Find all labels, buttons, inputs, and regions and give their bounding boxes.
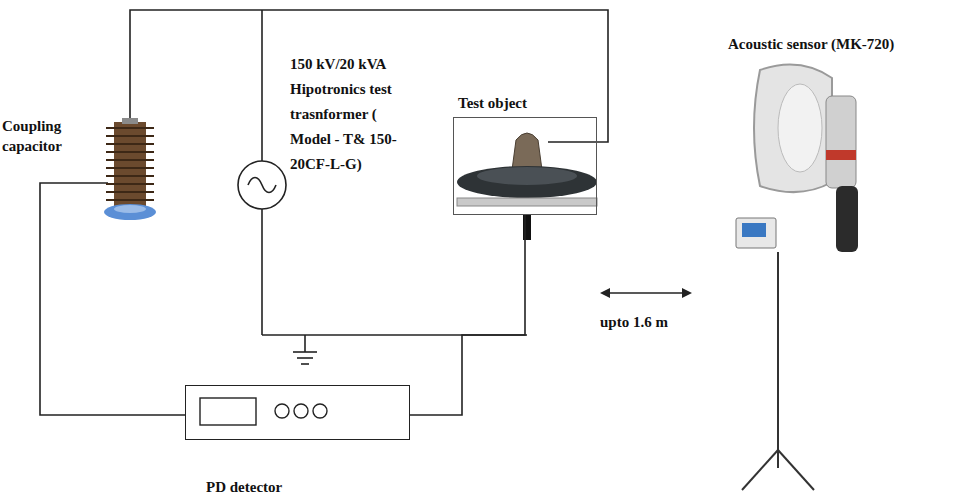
component-label: Coupling capacitor bbox=[2, 116, 84, 156]
test-object-box: Test object bbox=[453, 117, 597, 215]
pd-detector-panel bbox=[200, 398, 327, 425]
transformer-label: 150 kV/20 kVA Hipotronics test trasnform… bbox=[290, 52, 402, 177]
wires bbox=[40, 10, 608, 415]
node-heading: PD detector bbox=[206, 477, 282, 497]
insulator-figure bbox=[457, 133, 597, 240]
ground-symbol bbox=[297, 357, 313, 359]
source-wire bbox=[261, 10, 263, 161]
ground-symbol bbox=[301, 363, 309, 365]
ground-symbol bbox=[304, 335, 306, 352]
node-heading: Test object bbox=[458, 93, 527, 113]
pd-detector-box: PD detector bbox=[185, 385, 410, 440]
sensor-label: Acoustic sensor (MK-720) bbox=[728, 34, 894, 54]
acoustic-sensor-figure bbox=[736, 65, 858, 490]
distance-label: upto 1.6 m bbox=[600, 312, 668, 332]
source-wire bbox=[261, 209, 263, 335]
capacitor-wire bbox=[40, 183, 185, 415]
coupling-capacitor-figure bbox=[104, 118, 156, 220]
ac-source-symbol bbox=[238, 161, 286, 209]
distance-arrow bbox=[600, 288, 692, 298]
hv-wire bbox=[130, 10, 608, 142]
signal-wire bbox=[410, 215, 525, 415]
ground-symbol bbox=[293, 351, 317, 353]
